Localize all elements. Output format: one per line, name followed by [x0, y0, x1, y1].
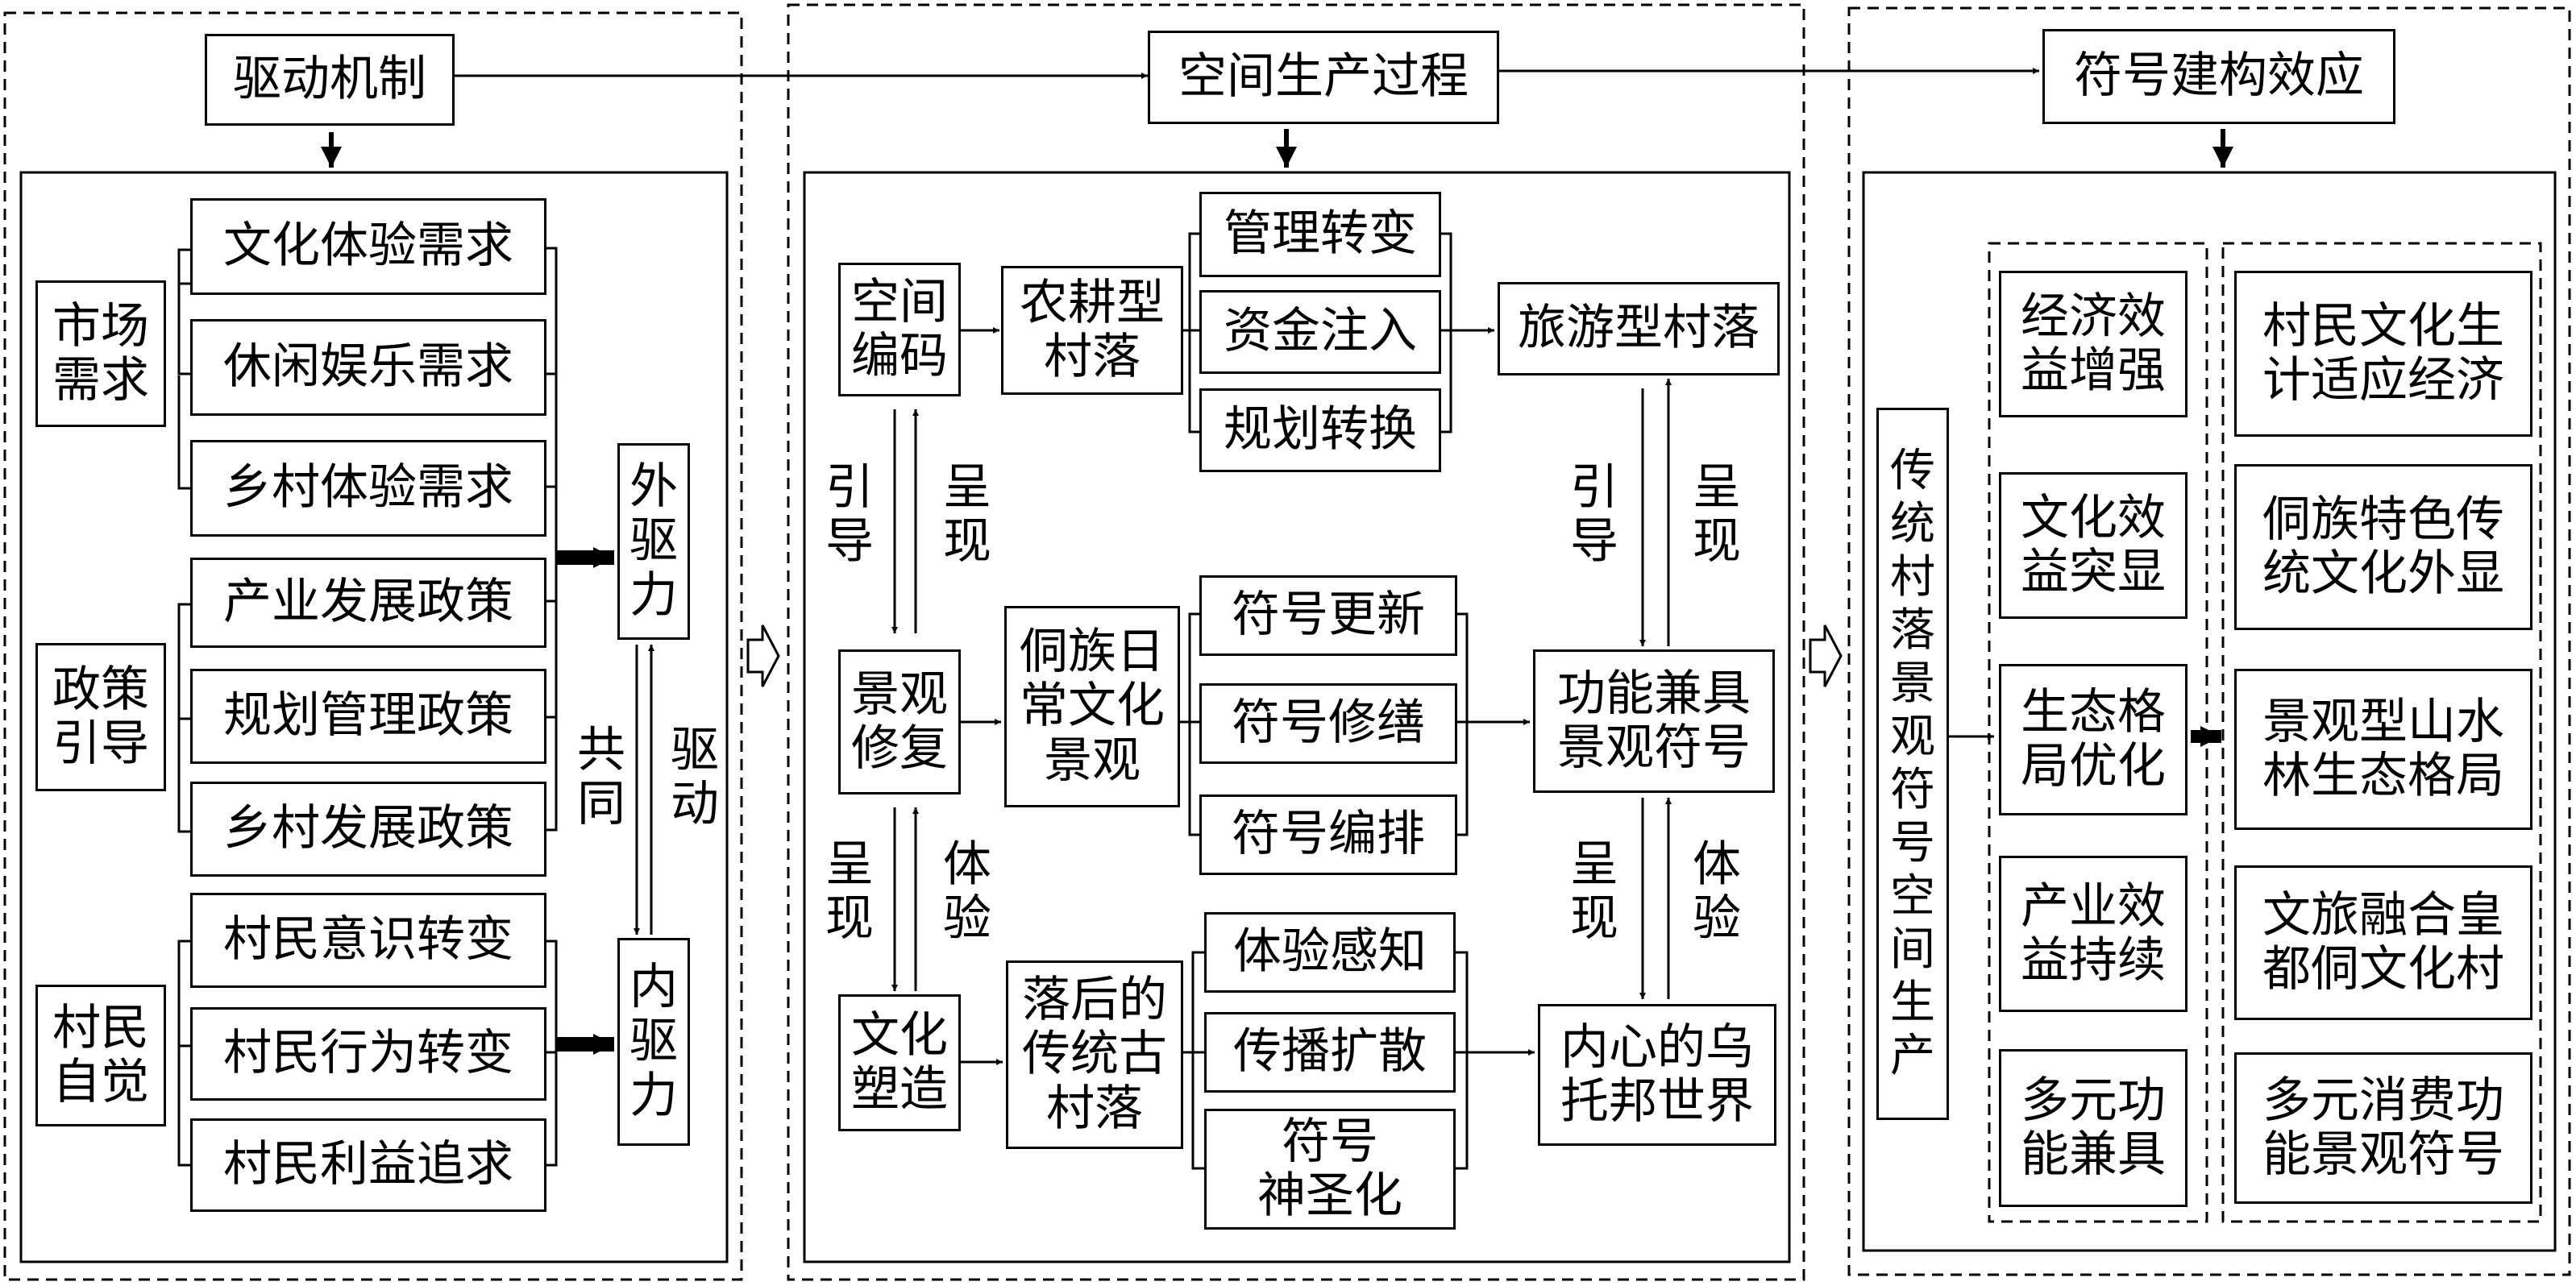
object-backward-ancient-village: 落后的 传统古 村落	[1006, 960, 1183, 1149]
drive-item: 休闲娱乐需求	[190, 319, 546, 416]
header-spatial-production: 空间生产过程	[1148, 31, 1499, 124]
action-planning-transform: 规划转换	[1199, 388, 1441, 472]
internal-drive-force: 内 驱 力	[617, 938, 690, 1146]
result-tourism-village: 旅游型村落	[1498, 282, 1780, 375]
outcome-consumption-symbol: 多元消费功 能景观符号	[2234, 1052, 2532, 1204]
external-drive-force: 外 驱 力	[617, 443, 690, 640]
bracket-actions2-right	[1457, 612, 1469, 836]
drive-item: 村民意识转变	[190, 893, 546, 988]
process-panel-frame	[787, 3, 1805, 1281]
benefit-multifunction: 多元功 能兼具	[1999, 1049, 2188, 1207]
drive-item: 村民利益追求	[190, 1118, 546, 1212]
label-joint: 共 同	[577, 722, 625, 833]
drive-item: 规划管理政策	[190, 669, 546, 764]
action-experience-perception: 体验感知	[1204, 912, 1456, 993]
effect-panel-frame	[1847, 6, 2571, 1276]
object-dong-culture-landscape: 侗族日 常文化 景观	[1004, 606, 1180, 807]
bracket-market-left	[177, 248, 190, 490]
bracket-policy-left	[177, 603, 190, 833]
bracket-actions1-left	[1183, 232, 1199, 434]
drive-item: 乡村体验需求	[190, 440, 546, 537]
outcome-column-frame	[2221, 242, 2542, 1223]
benefit-cultural: 文化效 益突显	[1999, 472, 2188, 619]
label-right-link-1-down: 引 导	[1570, 459, 1618, 570]
outcome-landscape-ecology: 景观型山水 林生态格局	[2234, 669, 2532, 830]
label-left-link-1-down: 引 导	[825, 459, 874, 570]
label-left-link-2-down: 呈 现	[825, 836, 874, 948]
bracket-right-1	[546, 247, 558, 832]
hollow-arrow-2	[1809, 624, 1843, 687]
drive-item: 村民行为转变	[190, 1007, 546, 1101]
bracket-actions1-right	[1441, 232, 1452, 434]
action-symbol-sanctification: 符号 神圣化	[1204, 1109, 1456, 1230]
group-policy-guidance: 政策 引导	[35, 643, 166, 791]
label-right-link-2-up: 体 验	[1693, 836, 1741, 948]
drive-inner-frame	[19, 171, 729, 1263]
header-symbol-effect: 符号建构效应	[2042, 29, 2395, 124]
drive-panel-frame	[3, 11, 743, 1281]
drive-item: 乡村发展政策	[190, 782, 546, 877]
bracket-actions2-left	[1180, 612, 1199, 836]
drive-item: 文化体验需求	[190, 198, 546, 295]
label-left-link-2-up: 体 验	[943, 836, 991, 948]
action-management-change: 管理转变	[1199, 192, 1441, 277]
object-farming-village: 农耕型 村落	[1001, 266, 1183, 395]
action-dissemination: 传播扩散	[1204, 1012, 1456, 1093]
action-symbol-repair: 符号修缮	[1199, 683, 1457, 764]
outcome-dong-culture: 侗族特色传 统文化外显	[2234, 464, 2532, 630]
bracket-actions3-left	[1183, 951, 1204, 1170]
stage-cultural-shaping: 文化 塑造	[838, 994, 961, 1131]
header-drive-mechanism: 驱动机制	[205, 34, 455, 126]
result-inner-utopia: 内心的乌 托邦世界	[1538, 1004, 1776, 1146]
label-drives: 驱 动	[671, 722, 719, 833]
outcome-huangdu-village: 文旅融合皇 都侗文化村	[2234, 865, 2532, 1020]
drive-item: 产业发展政策	[190, 558, 546, 648]
stage-landscape-repair: 景观 修复	[838, 649, 961, 794]
effect-inner-frame	[1862, 171, 2557, 1252]
action-symbol-arrange: 符号编排	[1199, 794, 1457, 875]
label-right-link-2-down: 呈 现	[1570, 836, 1618, 948]
label-left-link-1-up: 呈 现	[943, 459, 991, 570]
group-villager-awareness: 村民 自觉	[35, 985, 166, 1126]
bracket-right-2	[546, 940, 558, 1167]
bracket-villager-left	[177, 940, 190, 1167]
benefit-ecological: 生态格 局优化	[1999, 664, 2188, 815]
result-functional-landscape-symbol: 功能兼具 景观符号	[1533, 649, 1775, 793]
bracket-actions3-right	[1456, 951, 1469, 1170]
outcome-livelihood: 村民文化生 计适应经济	[2234, 271, 2532, 437]
stage-space-coding: 空间 编码	[838, 263, 961, 396]
hollow-arrow-1	[746, 624, 780, 687]
process-inner-frame	[803, 171, 1791, 1263]
action-capital-injection: 资金注入	[1199, 290, 1441, 374]
benefit-economic: 经济效 益增强	[1999, 271, 2188, 417]
group-market-demand: 市场 需求	[35, 280, 166, 427]
core-traditional-village-symbol-space: 传 统 村 落 景 观 符 号 空 间 生 产	[1876, 408, 1949, 1120]
benefit-industrial: 产业效 益持续	[1999, 856, 2188, 1012]
action-symbol-update: 符号更新	[1199, 575, 1457, 656]
label-right-link-1-up: 呈 现	[1693, 459, 1741, 570]
